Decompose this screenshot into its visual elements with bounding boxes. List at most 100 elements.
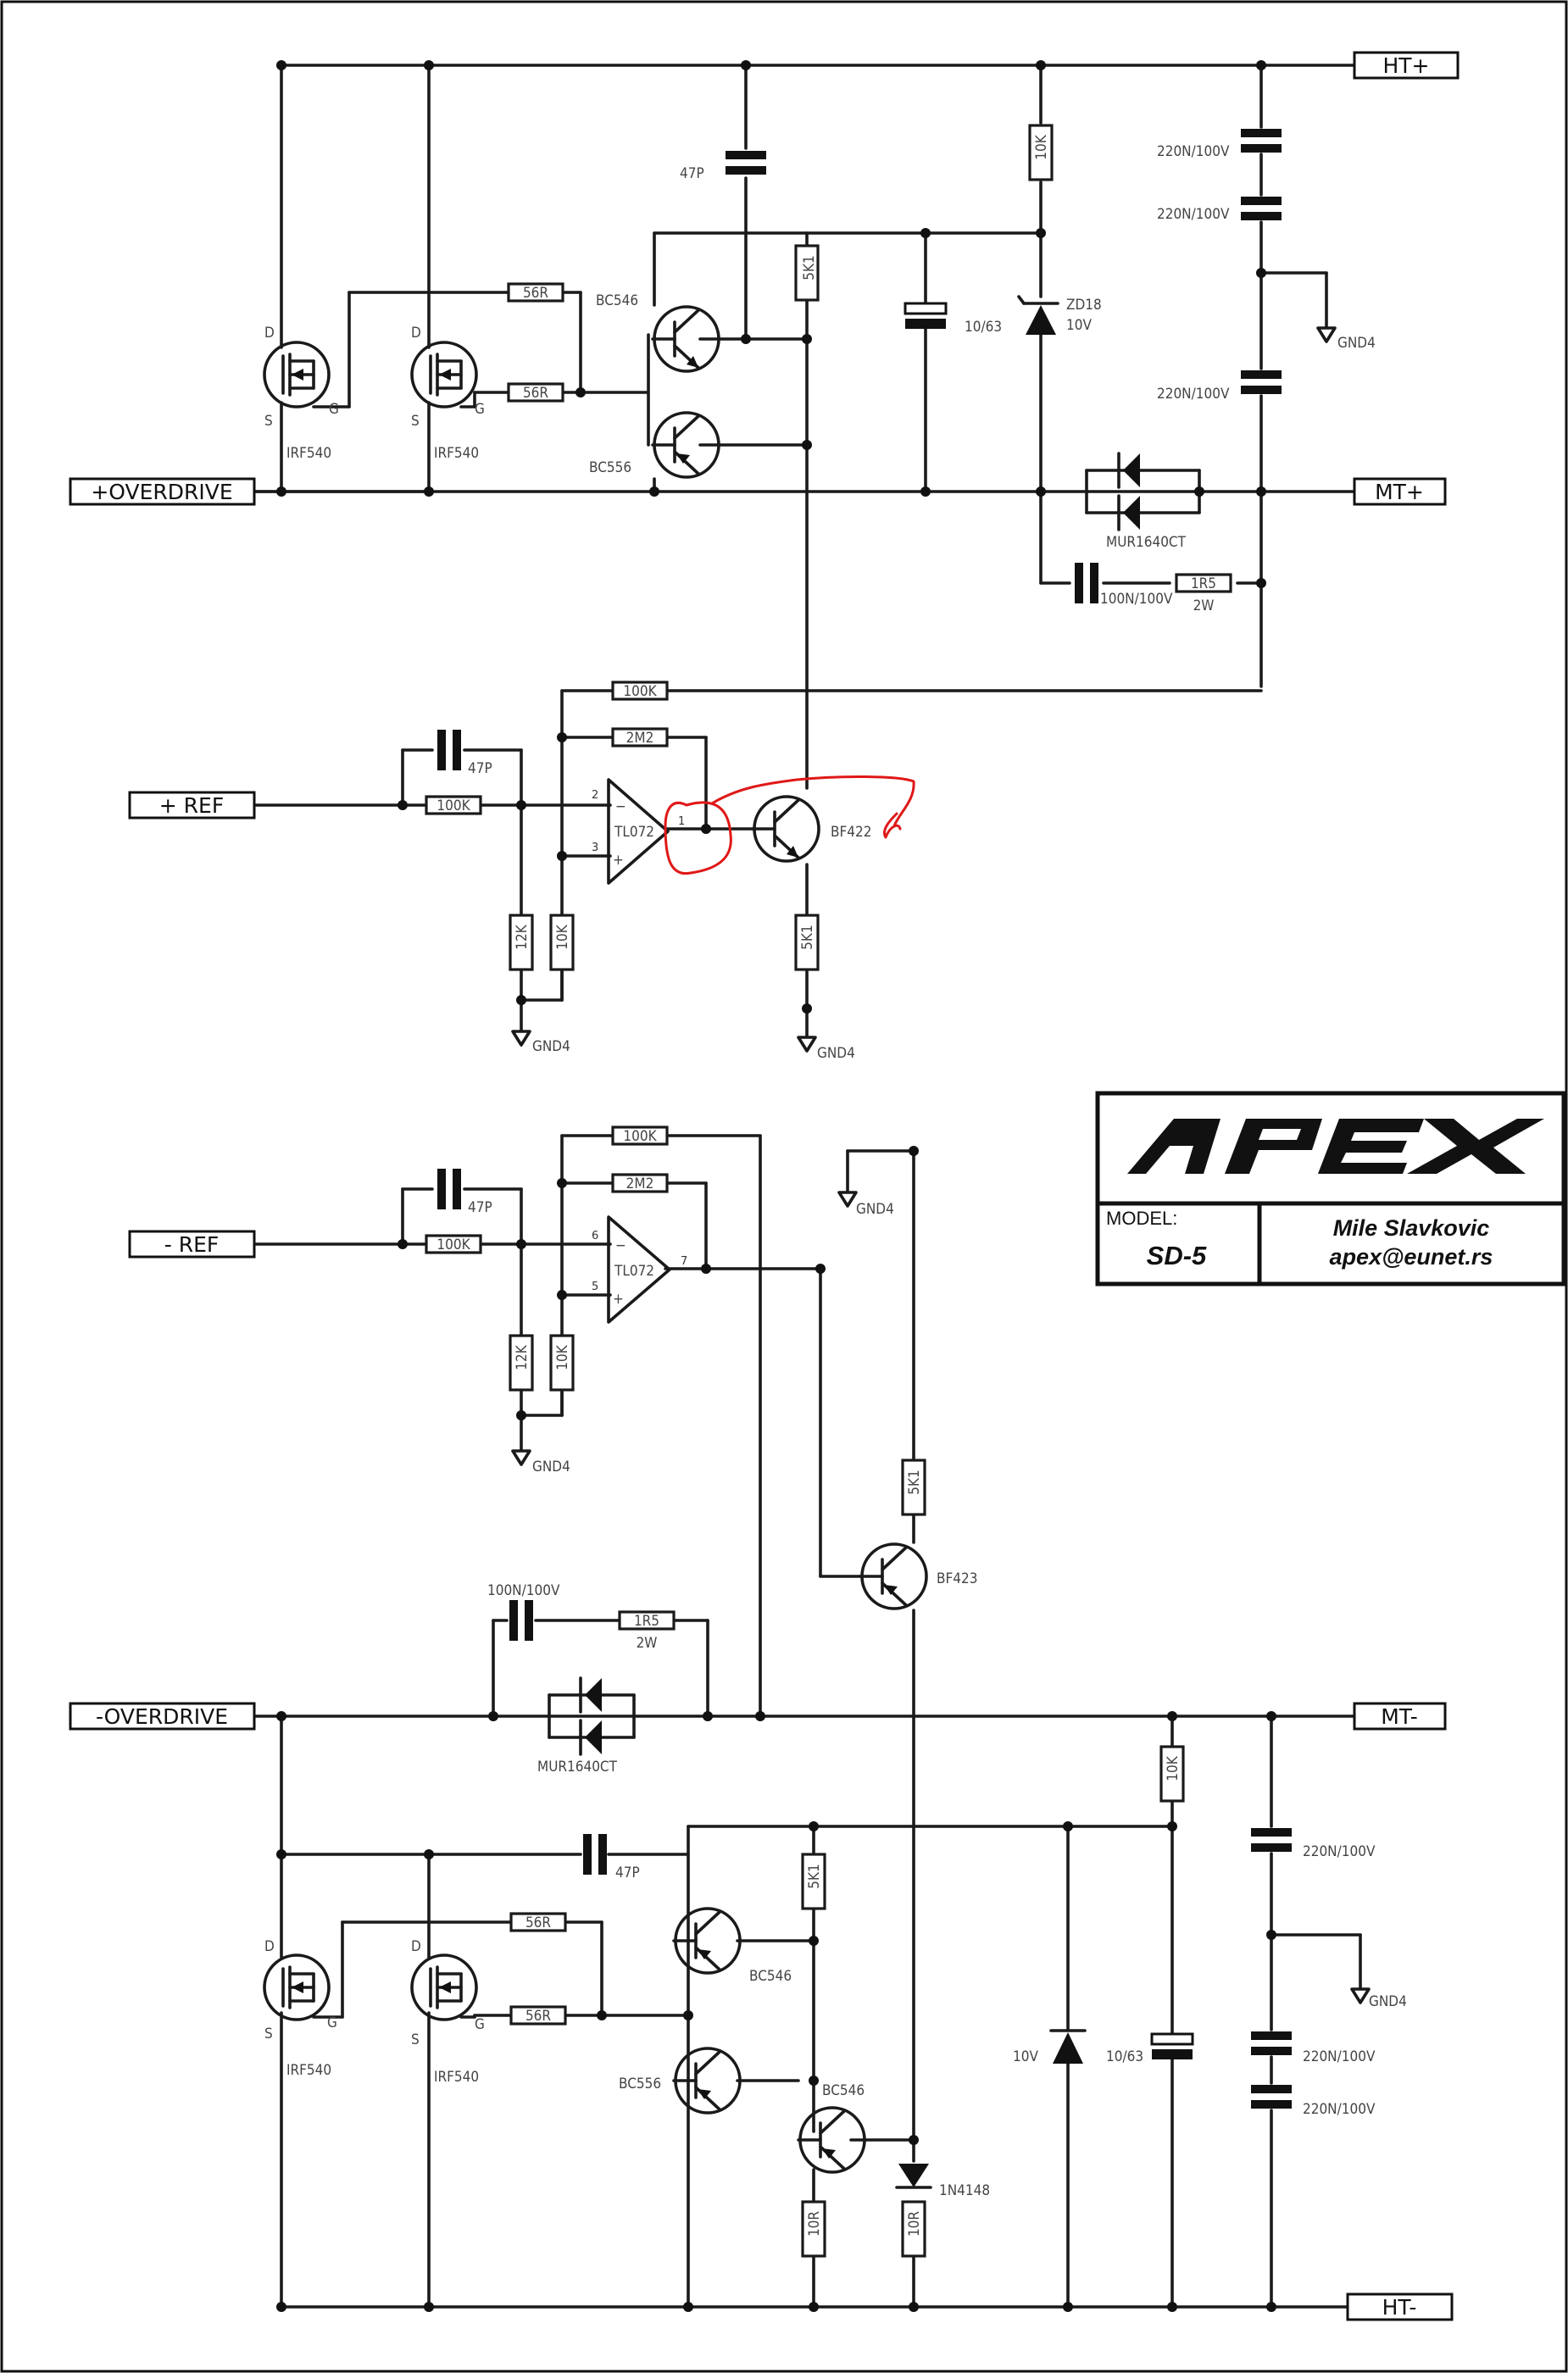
svg-text:GND4: GND4: [817, 1045, 855, 1062]
svg-text:10V: 10V: [1066, 317, 1092, 334]
svg-text:BC546: BC546: [749, 1968, 792, 1985]
port-mt-plus: MT+: [1353, 477, 1447, 506]
title-block: MODEL: SD-5 Mile Slavkovic apex@eunet.rs: [1095, 1091, 1566, 1287]
svg-text:56R: 56R: [525, 1915, 551, 1931]
svg-text:S: S: [411, 413, 420, 430]
svg-text:+ REF: + REF: [159, 793, 224, 818]
svg-text:+: +: [613, 1291, 624, 1308]
svg-text:10R: 10R: [906, 2211, 923, 2237]
svg-text:3: 3: [592, 842, 598, 854]
red-annotation: [664, 775, 915, 875]
svg-text:220N/100V: 220N/100V: [1303, 2101, 1376, 2118]
svg-text:100N/100V: 100N/100V: [1100, 591, 1173, 608]
svg-text:12K: 12K: [514, 924, 531, 949]
svg-text:5K1: 5K1: [801, 255, 818, 280]
svg-text:1N4148: 1N4148: [939, 2182, 990, 2199]
svg-text:BC546: BC546: [596, 292, 638, 309]
port-ht-plus: HT+: [1353, 51, 1460, 80]
svg-text:220N/100V: 220N/100V: [1157, 143, 1230, 160]
svg-text:47P: 47P: [468, 760, 492, 777]
svg-text:MODEL:: MODEL:: [1106, 1208, 1177, 1229]
svg-text:GND4: GND4: [532, 1038, 570, 1055]
svg-text:47P: 47P: [615, 1864, 640, 1881]
svg-text:5K1: 5K1: [799, 925, 816, 949]
svg-text:6: 6: [592, 1230, 598, 1242]
svg-text:IRF540: IRF540: [434, 445, 479, 462]
svg-text:S: S: [264, 413, 273, 430]
svg-text:100K: 100K: [436, 797, 470, 814]
svg-text:−: −: [615, 798, 626, 815]
svg-text:7: 7: [681, 1255, 687, 1268]
svg-text:2M2: 2M2: [626, 730, 654, 747]
svg-text:1R5: 1R5: [634, 1613, 659, 1630]
svg-text:−: −: [615, 1237, 626, 1254]
port-mt-minus: MT-: [1353, 1702, 1447, 1731]
apex-logo: [1127, 1119, 1544, 1174]
svg-text:56R: 56R: [523, 385, 548, 402]
svg-text:Mile Slavkovic: Mile Slavkovic: [1333, 1215, 1490, 1241]
svg-text:10K: 10K: [554, 924, 571, 949]
svg-text:220N/100V: 220N/100V: [1157, 206, 1230, 223]
svg-text:2M2: 2M2: [626, 1175, 654, 1192]
svg-text:100K: 100K: [436, 1237, 470, 1253]
svg-text:220N/100V: 220N/100V: [1303, 1843, 1376, 1860]
svg-text:BF422: BF422: [831, 824, 871, 841]
svg-text:BC556: BC556: [589, 459, 631, 476]
svg-text:D: D: [264, 1938, 275, 1955]
svg-text:2W: 2W: [1193, 597, 1215, 614]
svg-text:+: +: [613, 852, 624, 869]
svg-text:GND4: GND4: [532, 1459, 570, 1475]
svg-text:56R: 56R: [523, 285, 548, 302]
svg-text:IRF540: IRF540: [286, 445, 331, 462]
port-ht-minus: HT-: [1346, 2292, 1454, 2321]
svg-text:GND4: GND4: [856, 1201, 894, 1218]
svg-text:10R: 10R: [806, 2211, 823, 2237]
svg-text:47P: 47P: [468, 1199, 492, 1216]
svg-text:G: G: [327, 2015, 337, 2031]
port-ref-minus: - REF: [128, 1230, 256, 1259]
svg-text:D: D: [264, 325, 275, 342]
svg-text:G: G: [475, 2016, 485, 2033]
svg-text:+OVERDRIVE: +OVERDRIVE: [91, 480, 232, 504]
svg-text:MUR1640CT: MUR1640CT: [1106, 534, 1187, 551]
svg-text:G: G: [475, 401, 485, 418]
svg-text:100N/100V: 100N/100V: [487, 1582, 560, 1599]
svg-text:- REF: - REF: [164, 1232, 220, 1257]
svg-text:SD-5: SD-5: [1147, 1241, 1207, 1270]
svg-text:TL072: TL072: [614, 824, 654, 841]
svg-text:5K1: 5K1: [806, 1864, 823, 1888]
svg-text:5: 5: [592, 1281, 598, 1293]
svg-text:S: S: [264, 2026, 273, 2042]
svg-text:10V: 10V: [1013, 2048, 1038, 2065]
component-labels: D S G IRF540 D S G IRF540 56R 56R BC546 …: [264, 134, 1407, 2237]
svg-text:MT+: MT+: [1375, 480, 1424, 504]
port-overdrive-plus: +OVERDRIVE: [69, 477, 256, 506]
svg-text:TL072: TL072: [614, 1263, 654, 1280]
svg-text:IRF540: IRF540: [434, 2069, 479, 2086]
components: [263, 124, 1371, 2258]
svg-text:12K: 12K: [514, 1344, 531, 1370]
svg-text:IRF540: IRF540: [286, 2062, 331, 2079]
svg-text:100K: 100K: [623, 1128, 657, 1145]
svg-text:56R: 56R: [525, 2008, 551, 2025]
svg-text:S: S: [411, 2031, 420, 2048]
svg-text:10K: 10K: [554, 1344, 571, 1370]
bottom-wires: [253, 1134, 1362, 2309]
port-overdrive-minus: -OVERDRIVE: [69, 1702, 256, 1731]
svg-text:-OVERDRIVE: -OVERDRIVE: [96, 1704, 228, 1729]
svg-text:GND4: GND4: [1337, 335, 1376, 352]
svg-text:BC556: BC556: [619, 2076, 661, 2092]
svg-text:HT+: HT+: [1382, 53, 1429, 78]
svg-text:D: D: [411, 325, 421, 342]
svg-text:BC546: BC546: [822, 2082, 865, 2099]
svg-text:10K: 10K: [1165, 1755, 1182, 1781]
top-wires: [253, 64, 1356, 1037]
svg-text:2W: 2W: [637, 1635, 658, 1652]
svg-text:10/63: 10/63: [1106, 2048, 1143, 2065]
svg-text:G: G: [329, 401, 339, 418]
junction-dots: [276, 60, 1276, 2312]
svg-text:D: D: [411, 1938, 421, 1955]
svg-text:1: 1: [678, 815, 685, 828]
svg-text:MT-: MT-: [1381, 1704, 1418, 1729]
